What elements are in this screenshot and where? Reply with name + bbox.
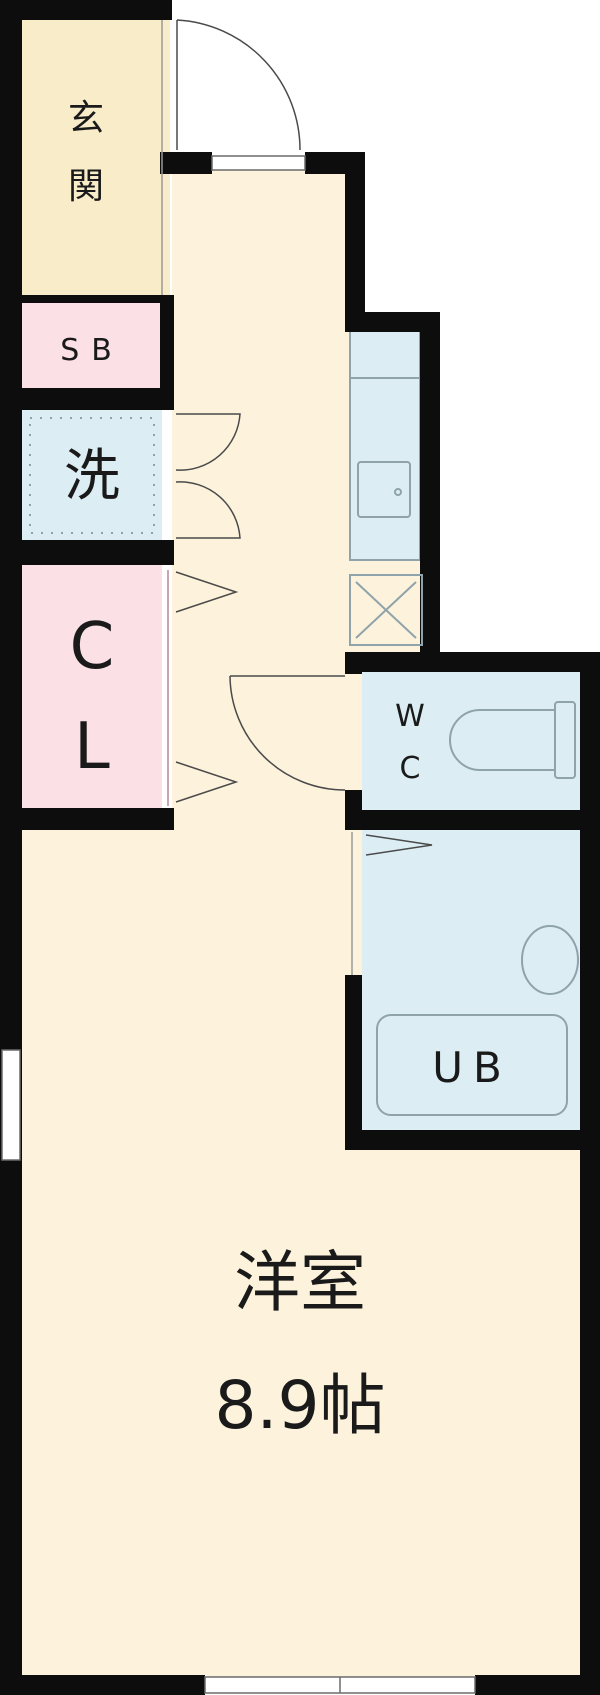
wall-sb-bottom (22, 388, 172, 410)
laundry-label: 洗 (64, 444, 120, 509)
kitchen-drain (394, 488, 402, 496)
wall-step-mid (345, 652, 600, 672)
bath-door (365, 834, 433, 856)
doors (161, 19, 433, 975)
western-room-floor (22, 170, 585, 1680)
bath-label: UB (432, 1043, 512, 1092)
entry-door-swing (176, 19, 301, 151)
wc-door-swing (229, 675, 346, 791)
window-entry-top (211, 155, 306, 171)
wall-step-top (345, 312, 440, 332)
kitchen-counter (349, 329, 421, 561)
wall-wc-bath-divider (345, 810, 600, 830)
genkan-floor (22, 20, 170, 295)
closet-floor (22, 565, 162, 810)
bath-floor (362, 830, 580, 1130)
wall-closet-bottom (22, 808, 172, 830)
wall-storage-right-a (160, 295, 174, 410)
shoe-box-label: SB (60, 333, 124, 368)
labels: 玄 関 SB 洗 C L W C UB 洋室 8.9帖 (60, 98, 512, 1444)
wall-left (0, 0, 22, 1695)
windows (1, 155, 476, 1694)
toilet-bowl (449, 709, 555, 771)
closet-label-1: C (70, 610, 115, 684)
wall-right-mid (420, 312, 440, 662)
laundry-floor (22, 410, 162, 540)
wc-floor (362, 672, 580, 810)
fixtures (29, 377, 579, 1116)
wall-top-genkan (0, 0, 172, 20)
laundry-door-top (175, 413, 241, 471)
wall-right-lower (580, 652, 600, 1695)
wall-bottom-a (0, 1675, 205, 1695)
laundry-door-bottom (175, 481, 241, 539)
wall-bottom-b (475, 1675, 600, 1695)
stove-x2 (355, 581, 417, 639)
window-left (1, 1049, 21, 1161)
wc-label-1: W (395, 699, 425, 734)
shoe-box-floor (22, 300, 162, 388)
wall-wc-left (345, 652, 362, 674)
closet-door-top (175, 571, 239, 613)
floor-fills (22, 20, 585, 1680)
genkan-label-1: 玄 (68, 98, 104, 139)
genkan-label-2: 関 (68, 166, 104, 207)
wall-laundry-bottom (22, 540, 172, 565)
wall-bath-bottom (345, 1130, 600, 1150)
laundry-pan (29, 417, 155, 534)
kitchen-sink (357, 461, 411, 518)
wc-label-2: C (400, 751, 421, 786)
wall-right-upper (345, 152, 365, 332)
western-room-label: 洋室 (234, 1244, 366, 1321)
toilet-tank (554, 701, 576, 779)
wall-bath-left (345, 975, 362, 1145)
wall-sb-top (22, 295, 172, 303)
closet-label-2: L (74, 710, 110, 784)
closet-door-bottom (175, 761, 239, 803)
bath-washbasin (521, 925, 579, 995)
stove (349, 574, 423, 646)
bathtub (376, 1014, 568, 1116)
western-room-size: 8.9帖 (215, 1367, 386, 1444)
wall-top-entry-a (160, 152, 212, 174)
